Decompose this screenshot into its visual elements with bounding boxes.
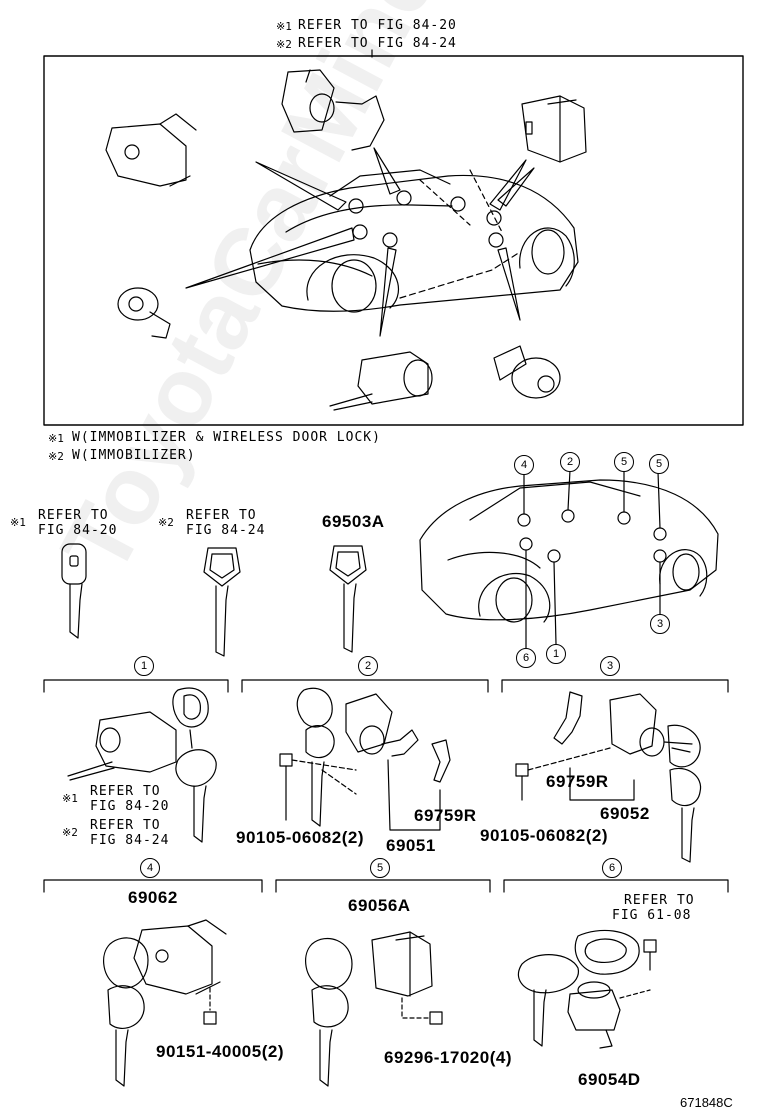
overview-components bbox=[105, 69, 587, 411]
s2-part-90105-06082: 90105-06082(2) bbox=[236, 828, 364, 847]
s6-part-69054D: 69054D bbox=[578, 1070, 641, 1089]
s3-part-90105-06082: 90105-06082(2) bbox=[480, 826, 608, 845]
legend-note2-mark: ※2 bbox=[48, 450, 64, 463]
location-callout-4: 4 bbox=[514, 455, 534, 475]
section-1-number: 1 bbox=[134, 656, 154, 676]
s2-part-69051: 69051 bbox=[386, 836, 436, 855]
header-ref1-mark: ※1 bbox=[276, 20, 292, 33]
key1-mark: ※1 bbox=[10, 516, 26, 529]
figure-id: 671848C bbox=[680, 1095, 733, 1110]
key2-mark: ※2 bbox=[158, 516, 174, 529]
legend-note1-mark: ※1 bbox=[48, 432, 64, 445]
section-6-drawing bbox=[517, 929, 657, 1049]
location-callout-1: 1 bbox=[546, 644, 566, 664]
legend-note2-text: W(IMMOBILIZER) bbox=[72, 448, 196, 463]
s1-ref1-line1: REFER TO bbox=[90, 784, 161, 799]
s3-part-69759R: 69759R bbox=[546, 772, 609, 791]
location-leaders bbox=[523, 469, 661, 651]
s4-part-90151-40005: 90151-40005(2) bbox=[156, 1042, 284, 1061]
header-ref2-mark: ※2 bbox=[276, 38, 292, 51]
location-callout-3: 3 bbox=[650, 614, 670, 634]
location-callout-6: 6 bbox=[516, 648, 536, 668]
s3-part-69052: 69052 bbox=[600, 804, 650, 823]
overview-pointer-arrows bbox=[185, 147, 535, 337]
header-ref1-text: REFER TO FIG 84-20 bbox=[298, 18, 457, 33]
key1-line1: REFER TO bbox=[38, 508, 109, 523]
section-6-number: 6 bbox=[602, 858, 622, 878]
s2-part-69759R: 69759R bbox=[414, 806, 477, 825]
header-ref2-text: REFER TO FIG 84-24 bbox=[298, 36, 457, 51]
location-callout-5a: 5 bbox=[614, 452, 634, 472]
section-5-number: 5 bbox=[370, 858, 390, 878]
section-5-drawing bbox=[305, 931, 443, 1087]
section-3-number: 3 bbox=[600, 656, 620, 676]
section-4-number: 4 bbox=[140, 858, 160, 878]
location-callout-2: 2 bbox=[560, 452, 580, 472]
section-3-drawing bbox=[515, 691, 702, 863]
section-4-drawing bbox=[103, 919, 227, 1087]
s4-part-69062: 69062 bbox=[128, 888, 178, 907]
section-2-drawing bbox=[279, 687, 451, 831]
location-car bbox=[419, 479, 719, 623]
s5-part-69056A: 69056A bbox=[348, 896, 411, 915]
key2-line2: FIG 84-24 bbox=[186, 523, 266, 538]
location-dots bbox=[517, 509, 667, 563]
overview-car bbox=[249, 169, 579, 313]
s1-ref2-line2: FIG 84-24 bbox=[90, 833, 170, 848]
legend-note1-text: W(IMMOBILIZER & WIRELESS DOOR LOCK) bbox=[72, 430, 381, 445]
overview-frame bbox=[43, 55, 744, 426]
location-callout-5b: 5 bbox=[649, 454, 669, 474]
s6-ref-line2: FIG 61-08 bbox=[612, 908, 692, 923]
s1-ref1-mark: ※1 bbox=[62, 792, 78, 805]
key-3-drawing bbox=[329, 545, 367, 653]
key-2-drawing bbox=[203, 547, 241, 657]
key2-line1: REFER TO bbox=[186, 508, 257, 523]
s6-ref-line1: REFER TO bbox=[624, 893, 695, 908]
key-1-drawing bbox=[61, 543, 87, 639]
section-1-drawing bbox=[67, 687, 217, 843]
section-2-number: 2 bbox=[358, 656, 378, 676]
section-brackets bbox=[43, 679, 729, 893]
key3-part-number: 69503A bbox=[322, 512, 385, 531]
s1-ref2-line1: REFER TO bbox=[90, 818, 161, 833]
key1-line2: FIG 84-20 bbox=[38, 523, 118, 538]
s5-part-69296-17020: 69296-17020(4) bbox=[384, 1048, 512, 1067]
s1-ref2-mark: ※2 bbox=[62, 826, 78, 839]
overview-location-dots bbox=[348, 190, 504, 248]
s1-ref1-line2: FIG 84-20 bbox=[90, 799, 170, 814]
